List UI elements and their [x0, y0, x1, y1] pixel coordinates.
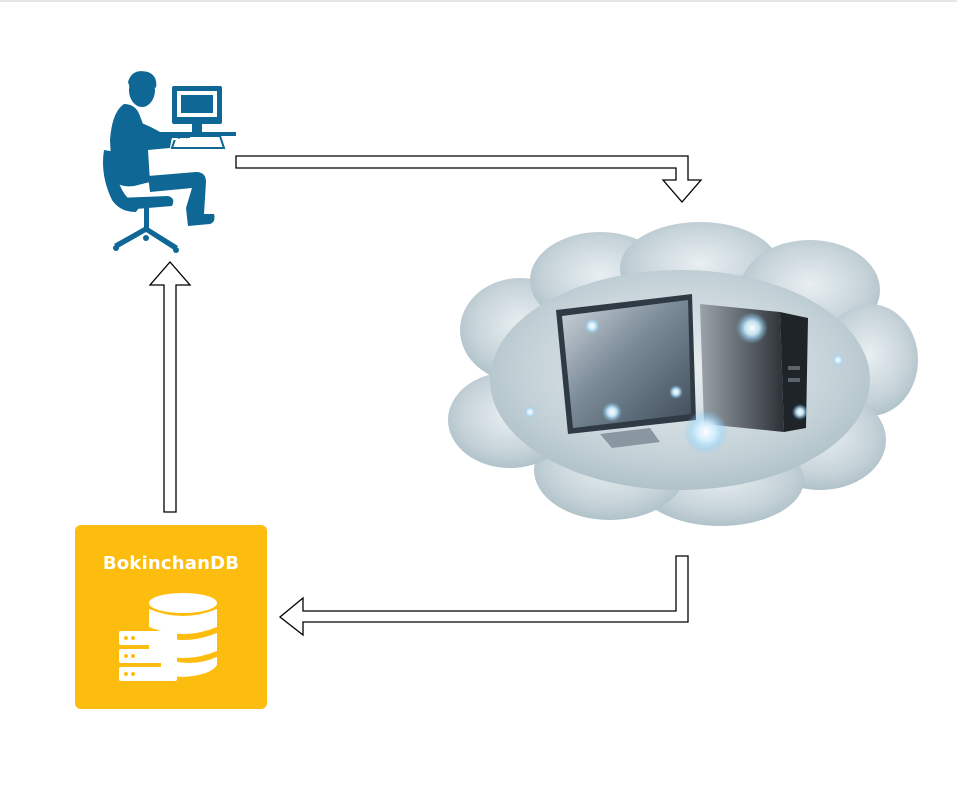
keyboard-icon	[172, 138, 210, 140]
user-legs	[148, 172, 215, 226]
top-divider	[0, 0, 957, 2]
monitor-icon	[172, 86, 222, 132]
chair-base	[114, 226, 178, 250]
database-server-icon	[119, 593, 217, 681]
database-card: BokinchanDB	[75, 525, 267, 709]
network-glows	[524, 312, 844, 454]
arrow-cloud-to-database	[278, 555, 689, 637]
user-torso	[110, 104, 172, 187]
database-label: BokinchanDB	[102, 553, 240, 574]
chair-stem	[144, 208, 149, 228]
user-at-computer-icon	[103, 71, 236, 253]
chair-seat	[118, 196, 174, 210]
arrow-database-to-user	[148, 261, 192, 513]
chair-back	[103, 150, 140, 212]
user-hair	[128, 71, 157, 88]
desk	[158, 132, 236, 136]
cloud-computer-icon	[448, 222, 918, 526]
arrow-user-to-cloud	[235, 155, 703, 203]
